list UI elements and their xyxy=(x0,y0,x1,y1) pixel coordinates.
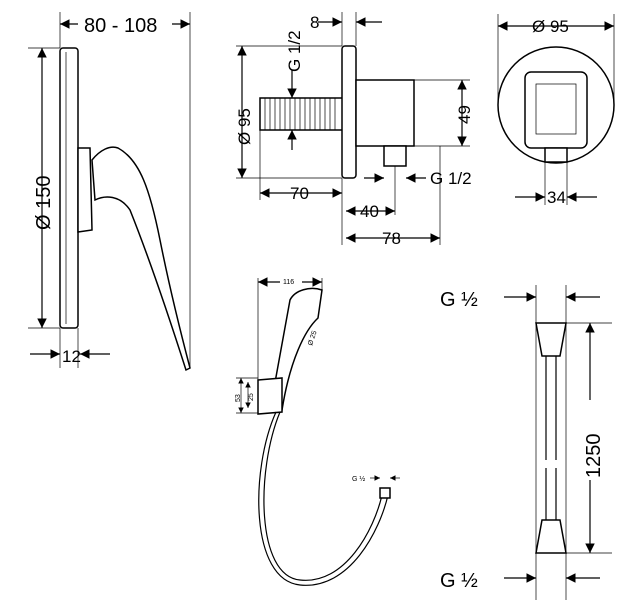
outlet-offset-label: 40 xyxy=(360,202,379,221)
mixer-width-label: 80 - 108 xyxy=(84,15,157,37)
outlet-flange-label: 8 xyxy=(310,13,319,32)
hose-length-label: 1250 xyxy=(583,434,605,479)
hose-thread-top-label: G ½ xyxy=(440,289,478,311)
front-diameter-label: Ø 95 xyxy=(532,17,569,36)
outlet-total-label: 78 xyxy=(382,229,401,248)
mixer-diameter-label: Ø 150 xyxy=(33,176,55,230)
shower-thread-label: G ½ xyxy=(352,475,365,483)
shower-head-diameter-label: Ø 25 xyxy=(307,330,318,347)
shower-length-label: 116 xyxy=(283,279,294,286)
wall-outlet-side-view: Ø 95 G 1/2 8 49 70 G 1/2 40 78 xyxy=(235,12,474,248)
shower-hose: G ½ 1250 G ½ xyxy=(440,285,612,600)
holder-inner-label: 25 xyxy=(248,393,255,401)
shower-mixer-side-view: 80 - 108 Ø 150 12 xyxy=(28,12,191,372)
outlet-length-label: 70 xyxy=(290,184,309,203)
hose-thread-bottom-label: G ½ xyxy=(440,570,478,592)
holder-height-label: 53 xyxy=(235,394,242,402)
outlet-height-label: 49 xyxy=(455,105,474,124)
mixer-depth-label: 12 xyxy=(62,347,81,366)
front-width-label: 34 xyxy=(547,188,566,207)
wall-outlet-front-view: Ø 95 34 xyxy=(497,14,615,207)
outlet-diameter-label: Ø 95 xyxy=(235,108,254,145)
hand-shower-with-hose: 116 Ø 25 53 25 G ½ xyxy=(235,276,400,586)
outlet-thread-top-label: G 1/2 xyxy=(285,30,304,72)
outlet-thread-bottom-label: G 1/2 xyxy=(430,169,472,188)
